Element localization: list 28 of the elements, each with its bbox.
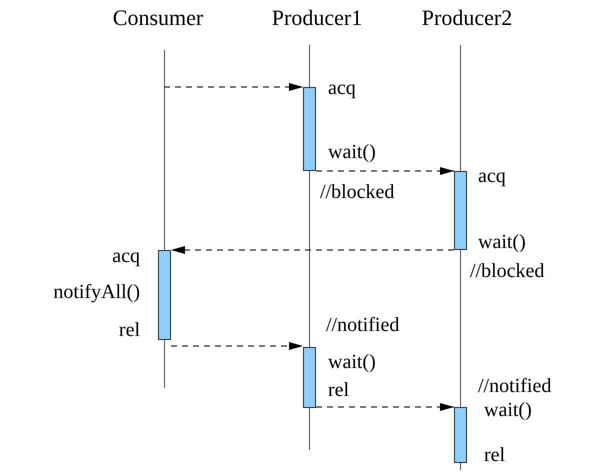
lifeline-header: Producer2 (422, 4, 512, 32)
message-arrow (316, 403, 454, 411)
message-arrow (171, 342, 303, 350)
message-note: rel (118, 319, 140, 341)
message-note: wait() (478, 231, 526, 253)
message-note: acq (478, 165, 506, 187)
message-note: wait() (328, 141, 376, 163)
message-note: //blocked (470, 260, 544, 282)
message-note: //blocked (320, 181, 394, 203)
lifeline-header: Producer1 (272, 4, 362, 32)
message-note: //notified (478, 375, 552, 397)
message-note: rel (328, 379, 350, 401)
message-note: wait() (328, 351, 376, 373)
message-arrow (316, 167, 454, 175)
message-note: acq (328, 77, 356, 99)
activation-bar (454, 171, 467, 250)
activation-bar (158, 250, 171, 340)
message-arrow (164, 83, 303, 91)
message-note: rel (484, 444, 506, 466)
message-note: notifyAll() (53, 281, 140, 303)
message-note: //notified (326, 314, 400, 336)
activation-bar (454, 407, 467, 463)
message-note: acq (112, 245, 140, 267)
message-arrow (171, 246, 454, 254)
lifeline-header: Consumer (112, 4, 204, 32)
activation-bar (303, 347, 316, 408)
activation-bar (303, 87, 316, 171)
message-note: wait() (484, 399, 532, 421)
